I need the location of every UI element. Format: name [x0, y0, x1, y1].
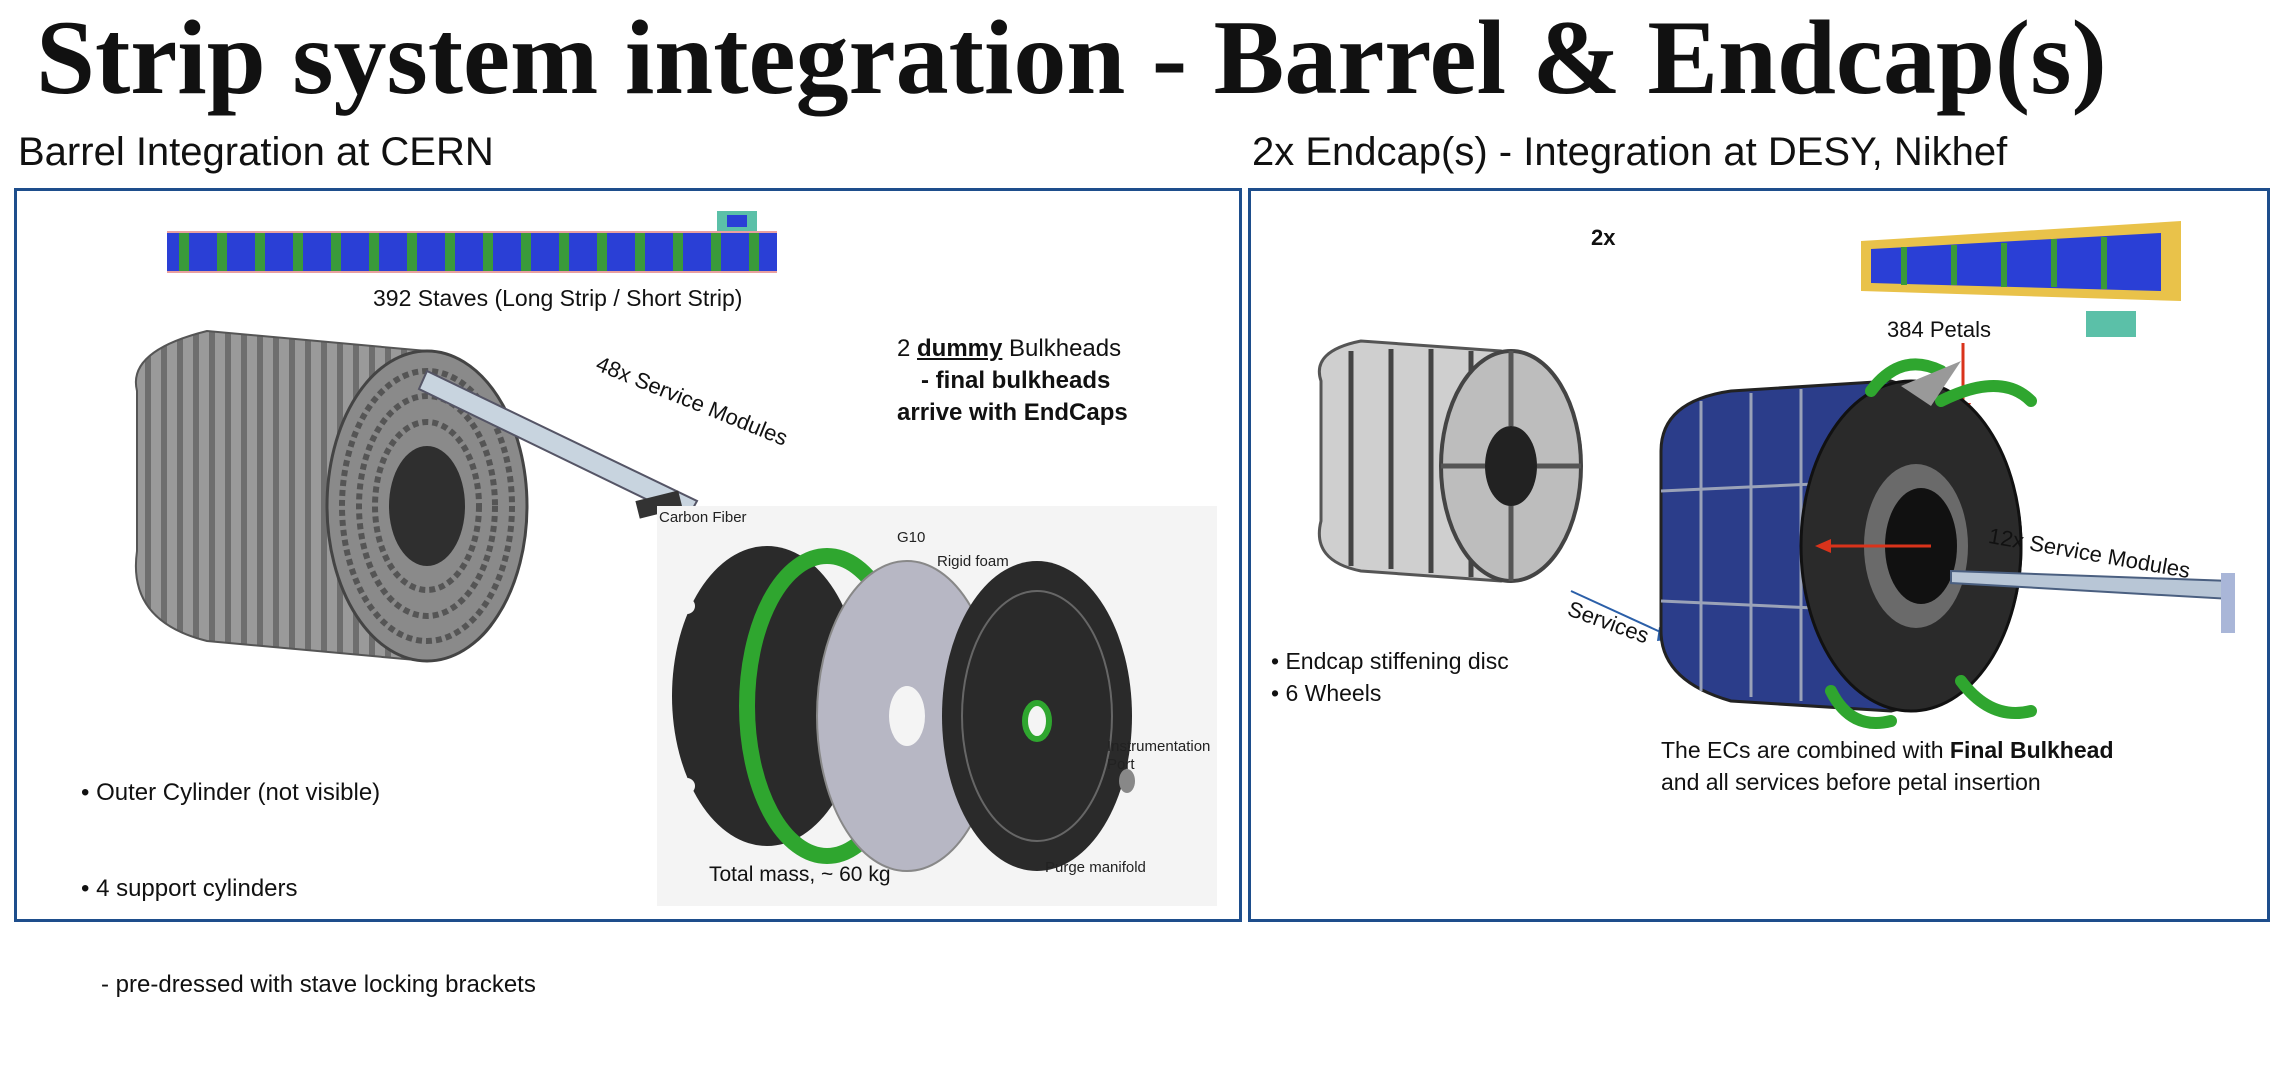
barrel-bullets: • Outer Cylinder (not visible) • 4 suppo… [81, 713, 536, 1065]
bulkheads-line2: - final bulkheads [921, 367, 1111, 394]
instrumentation-port-label: Instrumentation Port [1107, 738, 1211, 773]
bullet-support-cylinders: • 4 support cylinders [81, 875, 298, 902]
endcap-heading: 2x Endcap(s) - Integration at DESY, Nikh… [1252, 130, 2008, 174]
petals-label: 384 Petals [1887, 317, 1991, 342]
g10-label: G10 [897, 529, 926, 546]
endcap-assembly-image [1659, 358, 2037, 729]
note-final-bulkhead: Final Bulkhead [1949, 737, 2114, 763]
endcap-bullets: • Endcap stiffening disc • 6 Wheels [1271, 645, 1509, 709]
endcap-wheels-image [1317, 339, 1583, 583]
rigid-foam-label: Rigid foam [937, 553, 1009, 570]
staves-label: 392 Staves (Long Strip / Short Strip) [373, 285, 743, 311]
endcap-service-module-image [1950, 569, 2235, 633]
total-mass-label: Total mass, ~ 60 kg [709, 863, 891, 886]
purge-manifold-label: Purge manifold [1045, 859, 1146, 876]
bulkhead-exploded-image [657, 506, 1217, 906]
bulkheads-dummy: dummy [917, 335, 1003, 362]
page-title: Strip system integration - Barrel & Endc… [36, 0, 2107, 116]
bullet-pre-dressed: - pre-dressed with stave locking bracket… [81, 971, 536, 998]
bulkheads-line3: arrive with EndCaps [897, 399, 1128, 426]
bulkheads-prefix: 2 [897, 335, 918, 362]
petal-image [1861, 221, 2181, 337]
bulkheads-suffix: Bulkheads [1002, 335, 1122, 362]
bulkheads-label: 2 dummy Bulkheads [897, 335, 1121, 363]
stave-strip-image [167, 211, 777, 273]
endcap-note-line1: The ECs are combined with Final Bulkhead [1661, 737, 2114, 764]
endcap-note-line2: and all services before petal insertion [1661, 769, 2041, 795]
twox-label: 2x [1591, 225, 1616, 250]
barrel-panel: 392 Staves (Long Strip / Short Strip) 48… [14, 188, 1242, 998]
note-prefix: The ECs are combined with [1661, 737, 1950, 763]
bullet-outer-cylinder: • Outer Cylinder (not visible) [81, 779, 381, 806]
bullet-wheels: • 6 Wheels [1271, 680, 1382, 706]
bullet-stiffening-disc: • Endcap stiffening disc [1271, 648, 1509, 674]
barrel-heading: Barrel Integration at CERN [18, 130, 494, 174]
barrel-cylinder-image [134, 329, 699, 663]
carbon-fiber-label: Carbon Fiber [659, 509, 747, 526]
endcap-panel: 2x 384 Petals Services [1248, 188, 2270, 922]
